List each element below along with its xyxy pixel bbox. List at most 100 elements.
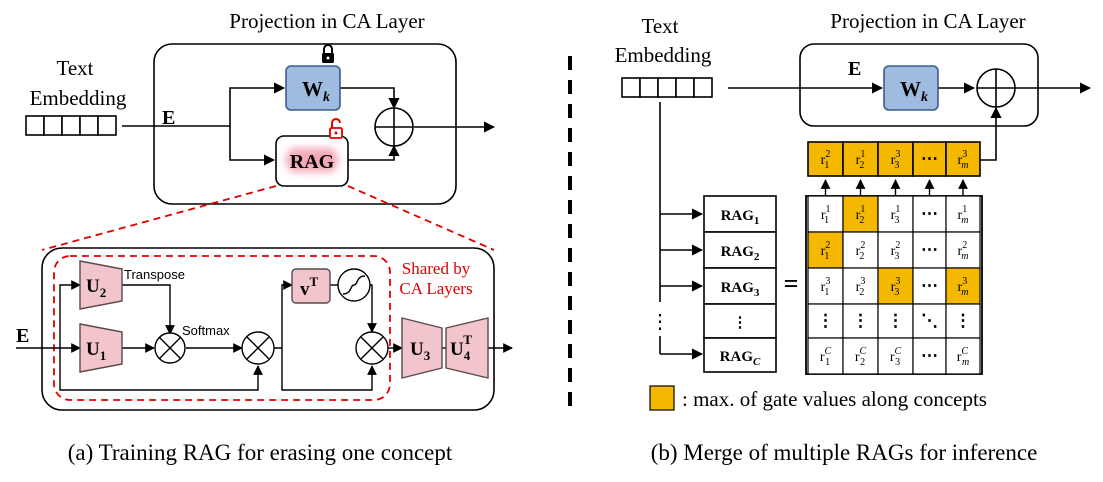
rag-box-1: [703, 195, 777, 233]
sigmoid-icon: [337, 268, 371, 302]
u4-base: U: [450, 339, 464, 360]
vt-block: [291, 268, 331, 304]
vt-base: v: [300, 279, 310, 300]
transpose-label: Transpose: [124, 267, 185, 282]
matrix-cell: [945, 303, 981, 339]
svg-text:vT: vT: [300, 274, 319, 300]
u4-sub: 4: [464, 348, 471, 363]
u3-block: [401, 317, 443, 379]
merge-arrows: [820, 179, 968, 196]
panel-a: Projection in CA Layer Text Embedding E: [16, 9, 513, 465]
lock-open-icon: [329, 118, 343, 139]
detail-wires: [16, 280, 513, 391]
detail-e-label: E: [16, 325, 29, 347]
matrix-cell-label: ⋯: [921, 204, 938, 223]
matrix-cell-label: ⋯: [921, 276, 938, 295]
matrix-cell: [877, 337, 914, 375]
matrix-cell: [912, 303, 947, 339]
b-sum-node-icon: [976, 68, 1016, 108]
svg-text:Wk: Wk: [900, 77, 928, 105]
merged-cell: [842, 141, 879, 177]
u4t-block: [445, 317, 489, 379]
svg-text:U4T: U4T: [450, 332, 472, 363]
wk-base: W: [302, 77, 323, 101]
caption-a: (a) Training RAG for erasing one concept: [68, 440, 453, 465]
matrix-cell: [912, 195, 947, 233]
u1-base: U: [86, 339, 100, 360]
panel-b-title: Projection in CA Layer: [830, 9, 1025, 33]
u4-sup: T: [463, 332, 472, 347]
text-embedding-label-line1: Text: [56, 56, 93, 80]
multiply-node-3-icon: [355, 331, 389, 365]
matrix-cell-label: ⋮: [817, 311, 834, 330]
matrix-cell: [877, 231, 914, 269]
zoom-lines: [41, 185, 495, 251]
matrix-cell: [877, 267, 914, 305]
merged-cell-label: ⋯: [921, 149, 938, 168]
equals-sign: =: [784, 269, 799, 298]
matrix-cell: [807, 231, 844, 269]
matrix-cell-label: ⋮: [852, 311, 869, 330]
svg-text:U1: U1: [86, 339, 106, 363]
lock-closed-icon: [322, 44, 334, 63]
svg-text:U2: U2: [86, 276, 106, 300]
vt-sup: T: [310, 274, 319, 289]
panel-b-wires: [659, 82, 1092, 360]
multiply-node-1-icon: [154, 332, 186, 364]
wk-block: [285, 65, 341, 111]
matrix-cell: [877, 195, 914, 233]
b-wk-block: [883, 65, 939, 111]
softmax-label: Softmax: [182, 323, 230, 338]
rag-box-4: [703, 303, 777, 339]
matrix-cell: [842, 337, 879, 375]
multiply-node-2-icon: [241, 331, 275, 365]
u1-sub: 1: [100, 348, 107, 363]
b-text-embedding-label-line1: Text: [641, 14, 678, 38]
matrix-cell: [807, 303, 844, 339]
b-e-label: E: [848, 58, 861, 80]
shared-label-line1: Shared by: [402, 259, 471, 278]
u3-base: U: [410, 339, 424, 360]
matrix-cell-label: ⋱: [921, 311, 938, 330]
legend-swatch: [649, 385, 675, 411]
rag-box-5: [703, 337, 777, 373]
matrix-cell-label: ⋮: [887, 311, 904, 330]
matrix-cell: [945, 231, 981, 269]
shared-label-line2: CA Layers: [399, 279, 472, 298]
b-wk-sub: k: [921, 90, 928, 105]
sum-node-icon: [374, 107, 414, 147]
text-embedding-label-line2: Embedding: [30, 86, 127, 110]
embedding-tokens: [25, 115, 117, 136]
matrix-cell: [912, 337, 947, 375]
wk-sub: k: [323, 90, 330, 105]
b-text-embedding-label-line2: Embedding: [615, 43, 712, 67]
matrix-cell-label: ⋯: [921, 240, 938, 259]
svg-text:U3: U3: [410, 339, 431, 363]
b-wk-base: W: [900, 77, 921, 101]
rag-box-label: RAG2: [721, 244, 760, 263]
u2-sub: 2: [100, 285, 107, 300]
rag-box-label: RAG1: [721, 208, 760, 227]
rag-label: RAG: [290, 151, 335, 173]
u1-block: [79, 323, 123, 373]
u2-base: U: [86, 276, 100, 297]
matrix-cell: [877, 303, 914, 339]
u2-block: [79, 260, 123, 310]
matrix-cell: [842, 267, 879, 305]
